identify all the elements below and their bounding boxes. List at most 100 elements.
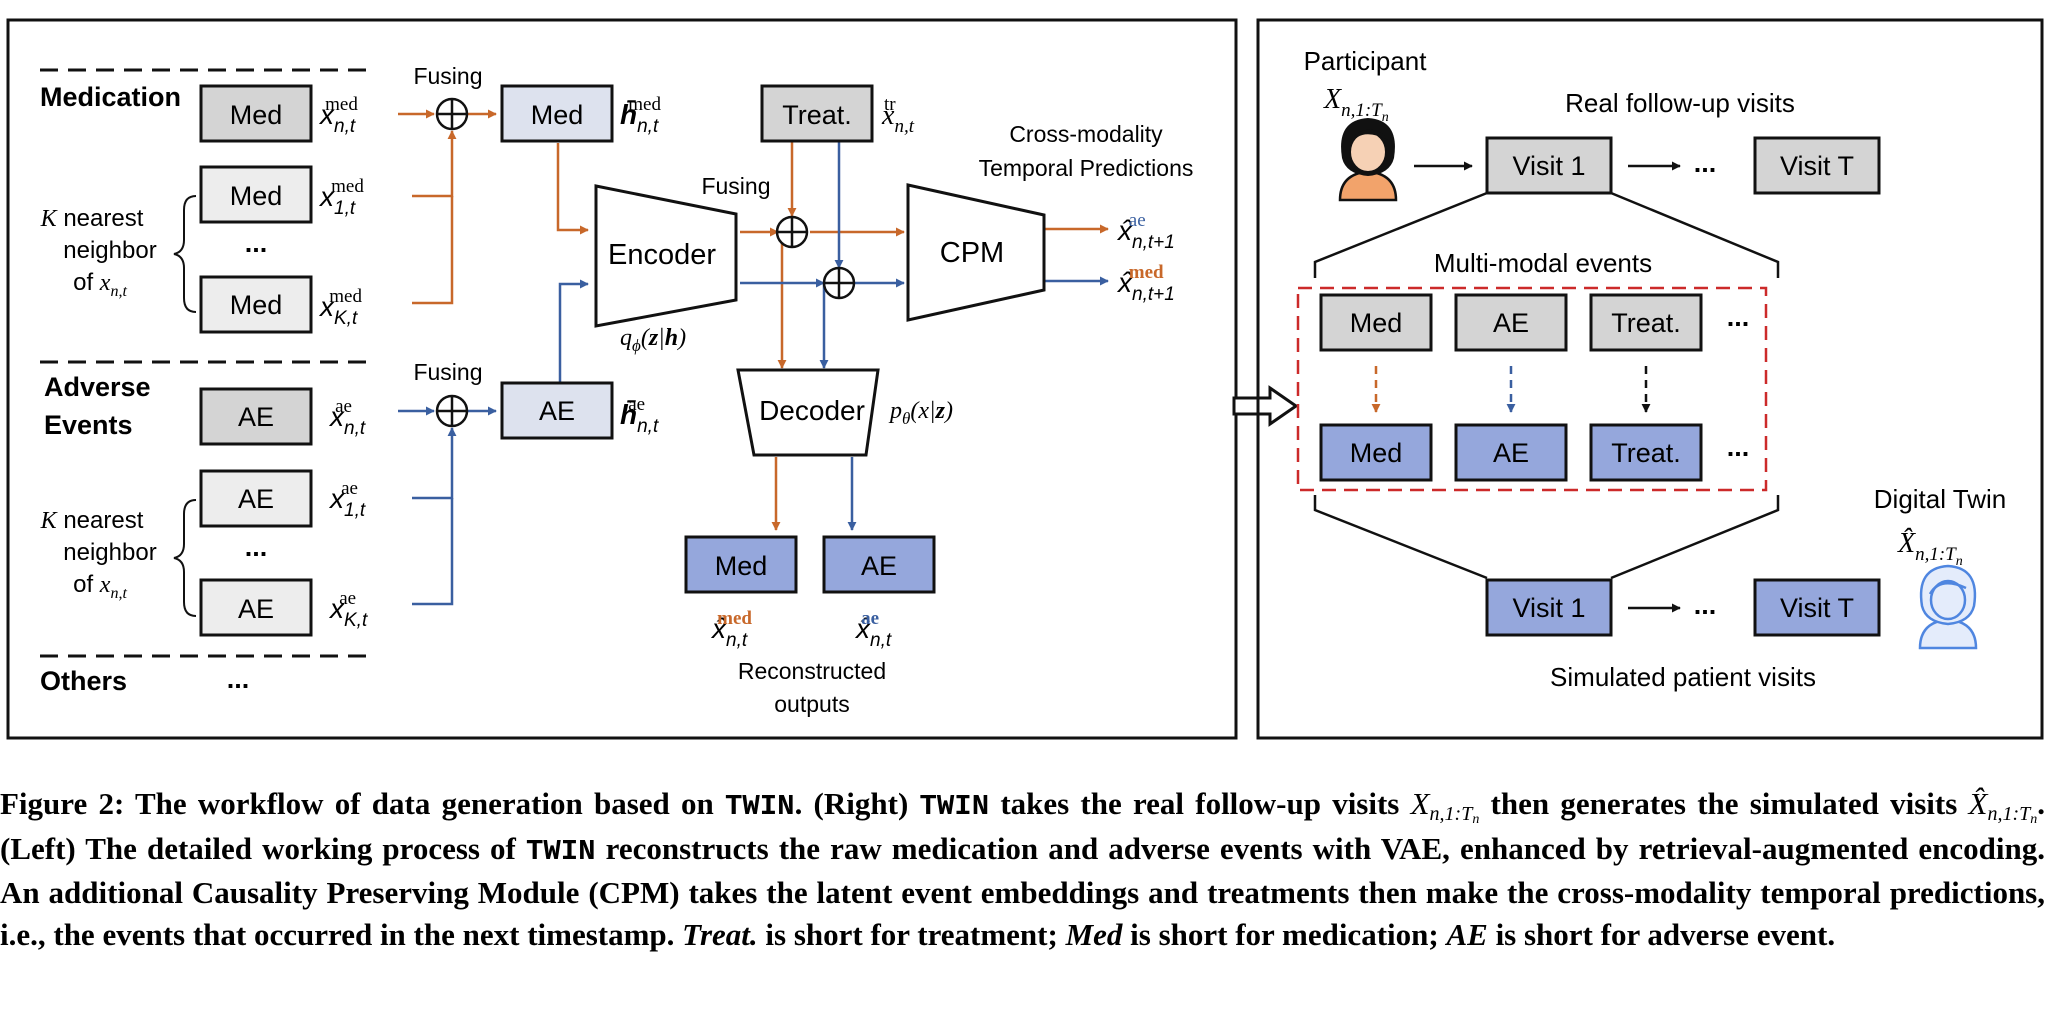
decoder-block — [736, 368, 880, 457]
multimodal-frame — [1296, 286, 1768, 492]
ae-neighbor-label: AE — [238, 484, 274, 514]
cpm-title: Cross-modality — [1009, 121, 1163, 147]
digital-twin-icon — [1918, 564, 1978, 650]
ae-input-label: AE — [238, 402, 274, 432]
med-embedding-label: Med — [531, 100, 584, 130]
svg-text:x̂n,tae: x̂n,tae — [854, 608, 892, 651]
ae-embedding-box — [500, 381, 614, 440]
sim-visit-1-box — [1485, 578, 1613, 637]
treatment-box — [760, 84, 874, 143]
svg-text:xn,tae: xn,tae — [328, 396, 366, 439]
svg-text:neighbor: neighbor — [63, 539, 156, 566]
reconstructed-math-labels: x̂n,tmed x̂n,tae — [710, 608, 892, 651]
real-visits-title: Real follow-up visits — [1565, 88, 1795, 118]
ae-fusion-arrows — [398, 142, 1109, 606]
others-ellipsis: ... — [227, 664, 250, 694]
neighbor-ellipsis: ... — [245, 228, 268, 258]
events-ellipsis: ... — [1727, 302, 1750, 332]
svg-text:h̄n,tae: h̄n,tae — [620, 394, 659, 437]
cpm-block — [906, 183, 1046, 322]
reconstructed-ae-box — [822, 535, 936, 594]
expand-bracket — [1313, 191, 1488, 278]
med-input-label: Med — [230, 100, 283, 130]
embedding-math-labels: h̄n,tmed h̄n,tae — [620, 94, 661, 437]
digital-twin-label: Digital Twin — [1874, 484, 2006, 514]
treatment-label: Treat. — [782, 100, 852, 130]
left-panel: Medication Adverse Events Others ... K n… — [6, 18, 1238, 740]
real-visit-t-label: Visit T — [1780, 151, 1854, 181]
right-panel: Participant Xn,1:Tn Real follow-up visit… — [1256, 18, 2044, 740]
event-med-box — [1319, 293, 1433, 352]
sim-visit-1-label: Visit 1 — [1512, 593, 1585, 623]
sim-event-treat-box — [1589, 423, 1703, 482]
svg-text:x̂n,t+1ae: x̂n,t+1ae — [1116, 210, 1175, 253]
med-fusion-arrows — [398, 109, 1109, 531]
sim-event-treat-label: Treat. — [1611, 438, 1681, 468]
sim-visits-ellipsis: ... — [1694, 590, 1717, 620]
encoder-block — [594, 184, 738, 328]
ae-embedding-label: AE — [539, 396, 575, 426]
real-visit-1-label: Visit 1 — [1512, 151, 1585, 181]
cpm-label: CPM — [940, 237, 1004, 269]
fusion-operator — [435, 394, 469, 428]
ae-neighbor-label: AE — [238, 594, 274, 624]
knn-label-med: K nearest neighbor of xn,t — [40, 195, 197, 313]
real-visits-ellipsis: ... — [1694, 148, 1717, 178]
decoder-label: Decoder — [759, 395, 865, 426]
svg-text:x1,tae: x1,tae — [328, 478, 366, 521]
reconstructed-med-label: Med — [715, 551, 768, 581]
reconstructed-title: outputs — [774, 691, 849, 717]
sim-visit-t-label: Visit T — [1780, 593, 1854, 623]
event-treat-box — [1589, 293, 1703, 352]
treatment-math-label: xn,ttr — [881, 94, 915, 137]
svg-text:xn,tmed: xn,tmed — [318, 94, 358, 137]
twin-workflow-diagram: Medication Adverse Events Others ... K n… — [6, 18, 2044, 740]
svg-text:x̂n,t+1med: x̂n,t+1med — [1116, 262, 1175, 305]
sim-events-ellipsis: ... — [1727, 432, 1750, 462]
row-label-medication: Medication — [40, 82, 181, 112]
expand-bracket — [1610, 191, 1780, 278]
contract-bracket — [1610, 495, 1780, 580]
svg-text:xK,tmed: xK,tmed — [318, 286, 362, 329]
row-label-adverse-events: Adverse — [44, 372, 151, 402]
med-input-box — [199, 84, 313, 143]
figure-caption: Figure 2: The workflow of data generatio… — [0, 786, 2046, 952]
participant-label: Participant — [1304, 46, 1428, 76]
row-label-others: Others — [40, 666, 127, 696]
contract-bracket — [1313, 495, 1488, 580]
svg-text:of xn,t: of xn,t — [73, 269, 127, 300]
real-visit-t-box — [1753, 136, 1881, 195]
med-neighbor-label: Med — [230, 181, 283, 211]
participant-icon — [1338, 118, 1398, 202]
sim-event-ae-label: AE — [1493, 438, 1529, 468]
svg-text:K nearest: K nearest — [40, 507, 144, 534]
svg-text:x1,tmed: x1,tmed — [318, 176, 364, 219]
med-neighbor-box — [199, 165, 313, 224]
event-med-label: Med — [1350, 308, 1403, 338]
encoder-math-label: qϕ(z|h) — [620, 325, 686, 355]
fusing-label-encoder: Fusing — [701, 173, 770, 199]
ae-input-box — [199, 387, 313, 446]
fusing-label-med: Fusing — [413, 63, 482, 89]
sim-event-med-box — [1319, 423, 1433, 482]
row-label-adverse-events: Events — [44, 410, 133, 440]
reconstructed-ae-label: AE — [861, 551, 897, 581]
digital-twin-math-label: X̂n,1:Tn — [1897, 528, 1963, 569]
med-neighbor-box — [199, 275, 313, 334]
ae-neighbor-box — [199, 578, 313, 637]
svg-text:neighbor: neighbor — [63, 237, 156, 264]
panel-connector-arrow — [1232, 385, 1299, 427]
simulated-title: Simulated patient visits — [1550, 662, 1816, 692]
multimodal-title: Multi-modal events — [1434, 248, 1652, 278]
knn-label-ae: K nearest neighbor of xn,t — [40, 499, 197, 617]
fusion-operator — [435, 97, 469, 131]
neighbor-ellipsis: ... — [245, 532, 268, 562]
event-treat-label: Treat. — [1611, 308, 1681, 338]
med-embedding-box — [500, 84, 614, 143]
event-ae-box — [1454, 293, 1568, 352]
sim-event-ae-box — [1454, 423, 1568, 482]
med-neighbor-label: Med — [230, 290, 283, 320]
svg-text:x̂n,tmed: x̂n,tmed — [710, 608, 752, 651]
fusion-operator — [822, 266, 856, 300]
svg-text:K nearest: K nearest — [40, 205, 144, 232]
